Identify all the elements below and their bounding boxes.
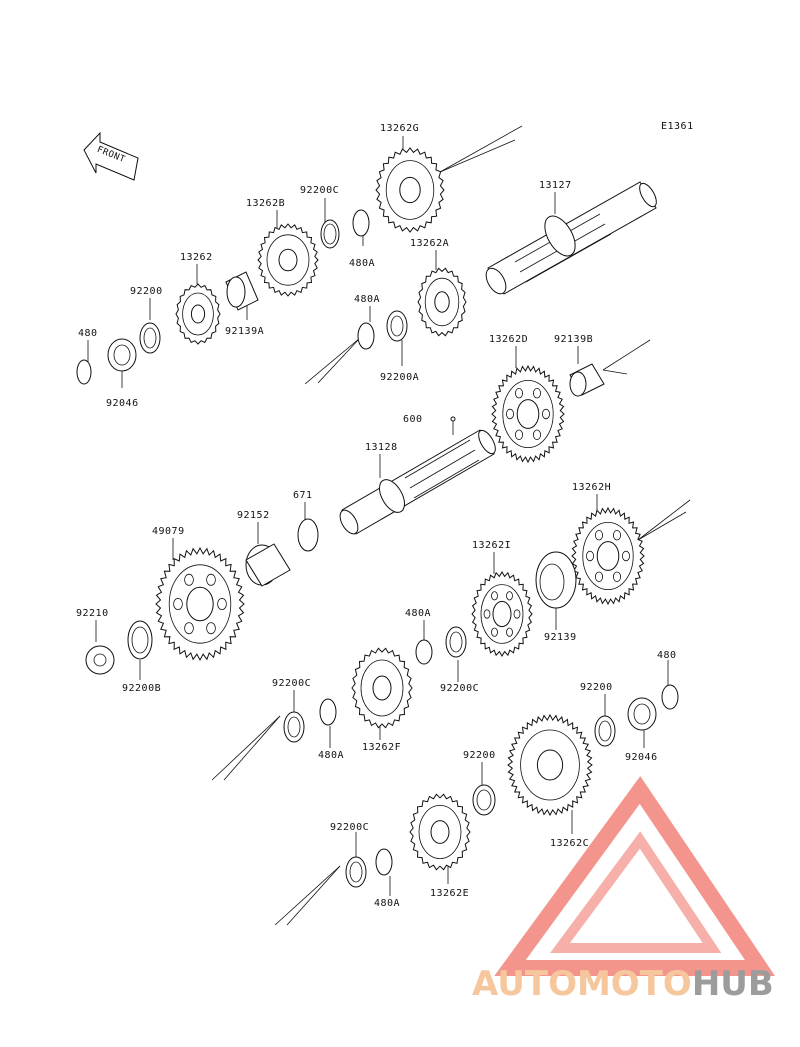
gear-13262 — [175, 283, 221, 345]
gear-13262a — [417, 267, 467, 337]
part-label-480a_mid: 480A — [354, 294, 381, 305]
part-label-92139b: 92139B — [554, 334, 594, 345]
washers — [76, 209, 679, 888]
gear-13262d — [491, 364, 565, 464]
part-label-480a_bl: 480A — [318, 750, 345, 761]
part-label-92200c_left: 92200C — [272, 678, 312, 689]
part-label-92152: 92152 — [237, 510, 270, 521]
gear-13262e — [409, 793, 471, 871]
part-label-92046_right: 92046 — [625, 752, 658, 763]
part-label-13262e: 13262E — [430, 888, 470, 899]
part-label-92200_right: 92200 — [580, 682, 613, 693]
part-label-600: 600 — [403, 414, 423, 425]
gear-13262h — [571, 506, 645, 606]
part-label-480a_top: 480A — [349, 258, 376, 269]
part-label-13128: 13128 — [365, 442, 398, 453]
part-label-671: 671 — [293, 490, 313, 501]
watermark-part-b: HUB — [691, 964, 774, 1004]
part-label-480a_low: 480A — [405, 608, 432, 619]
part-label-92200a: 92200A — [380, 372, 420, 383]
gear-13262g — [375, 147, 445, 233]
part-label-13127: 13127 — [539, 180, 572, 191]
diagram-code: E1361 — [661, 121, 694, 132]
part-label-13262f: 13262F — [362, 742, 402, 753]
watermark-text: AUTOMOTOHUB — [472, 965, 774, 1003]
part-label-13262: 13262 — [180, 252, 213, 263]
gear-13262i — [471, 571, 533, 657]
shaft-13127 — [485, 181, 657, 295]
part-label-92200c_top: 92200C — [300, 185, 340, 196]
shaft-13128 — [339, 429, 496, 535]
part-label-92200_low: 92200 — [463, 750, 496, 761]
part-label-92210: 92210 — [76, 608, 109, 619]
part-label-13262b: 13262B — [246, 198, 286, 209]
part-label-13262h: 13262H — [572, 482, 612, 493]
watermark-part-a: AUTOMOTO — [472, 964, 692, 1004]
part-label-480_right: 480 — [657, 650, 677, 661]
part-label-13262i: 13262I — [472, 540, 512, 551]
part-label-13262g: 13262G — [380, 123, 420, 134]
part-label-92139: 92139 — [544, 632, 577, 643]
part-label-13262d: 13262D — [489, 334, 529, 345]
part-label-92200c_bottom: 92200C — [330, 822, 370, 833]
front-arrow-icon — [83, 131, 139, 181]
watermark-logo-icon — [494, 776, 776, 976]
gears — [155, 147, 645, 871]
part-label-480_left: 480 — [78, 328, 98, 339]
gear-13262c — [507, 713, 593, 817]
part-label-480a_bottom: 480A — [374, 898, 401, 909]
part-label-92200b: 92200B — [122, 683, 162, 694]
gear-13262b — [257, 223, 319, 297]
part-label-92200c_mid: 92200C — [440, 683, 480, 694]
part-label-92046_left: 92046 — [106, 398, 139, 409]
part-label-13262a: 13262A — [410, 238, 450, 249]
part-label-92139a: 92139A — [225, 326, 265, 337]
part-label-92200_left: 92200 — [130, 286, 163, 297]
gear-49079 — [155, 546, 245, 662]
part-label-49079: 49079 — [152, 526, 185, 537]
part-label-13262c: 13262C — [550, 838, 590, 849]
gear-13262f — [351, 647, 413, 729]
bearings — [85, 271, 657, 731]
